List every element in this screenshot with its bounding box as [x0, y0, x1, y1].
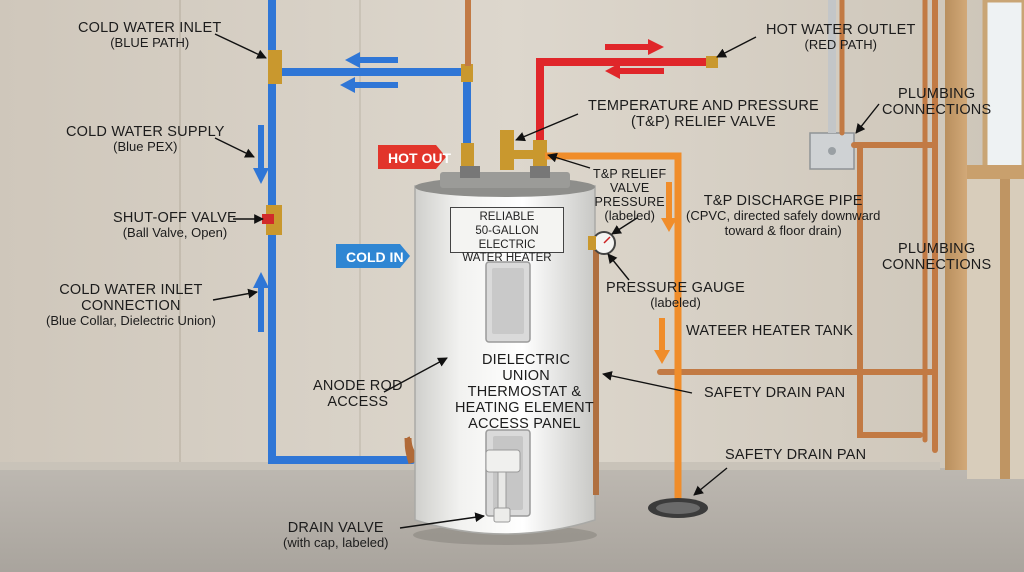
- drain-valve: [485, 449, 521, 473]
- hot-out-label: HOT OUT: [388, 150, 451, 166]
- plate-line-3: WATER HEATER: [462, 252, 552, 265]
- label-drain-valve: DRAIN VALVE(with cap, labeled): [283, 520, 389, 551]
- tp-valve: [500, 130, 514, 170]
- shutoff-handle: [262, 214, 274, 224]
- label-cold-supply: COLD WATER SUPPLY(Blue PEX): [66, 124, 225, 155]
- hot-flow-arrows: [605, 39, 664, 79]
- plate-line-2: 50-GALLON ELECTRIC: [475, 224, 539, 251]
- label-tp-relief-valve: TEMPERATURE AND PRESSURE(T&P) RELIEF VAL…: [588, 98, 819, 131]
- label-safety-drain-pan-2: SAFETY DRAIN PAN: [725, 447, 867, 463]
- tank-nameplate: RELIABLE 50-GALLON ELECTRIC WATER HEATER: [450, 207, 564, 264]
- label-hot-outlet: HOT WATER OUTLET(RED PATH): [766, 22, 916, 53]
- hot-water-pipe: [536, 58, 716, 154]
- hot-out-tag: [378, 145, 446, 169]
- copper-plumbing: [657, 0, 938, 453]
- cold-flow-arrows: [253, 52, 398, 332]
- label-safety-drain-pan: SAFETY DRAIN PAN: [704, 385, 846, 401]
- discharge-flow-arrows: [654, 182, 677, 364]
- plate-line-1: RELIABLE: [479, 211, 535, 223]
- label-pressure-gauge: PRESSURE GAUGE(labeled): [606, 280, 745, 311]
- discharge-pipe: [545, 152, 682, 505]
- label-tank: WATEER HEATER TANK: [686, 323, 854, 339]
- label-tp-discharge: T&P DISCHARGE PIPE(CPVC, directed safely…: [686, 193, 881, 238]
- wood-stud: [945, 0, 967, 470]
- label-cold-inlet: COLD WATER INLET(BLUE PATH): [78, 20, 222, 51]
- label-shutoff-valve: SHUT-OFF VALVE(Ball Valve, Open): [113, 210, 237, 241]
- cold-in-tag: [336, 244, 410, 268]
- cold-in-label: COLD IN: [346, 249, 404, 265]
- cold-water-pipes: [268, 0, 471, 464]
